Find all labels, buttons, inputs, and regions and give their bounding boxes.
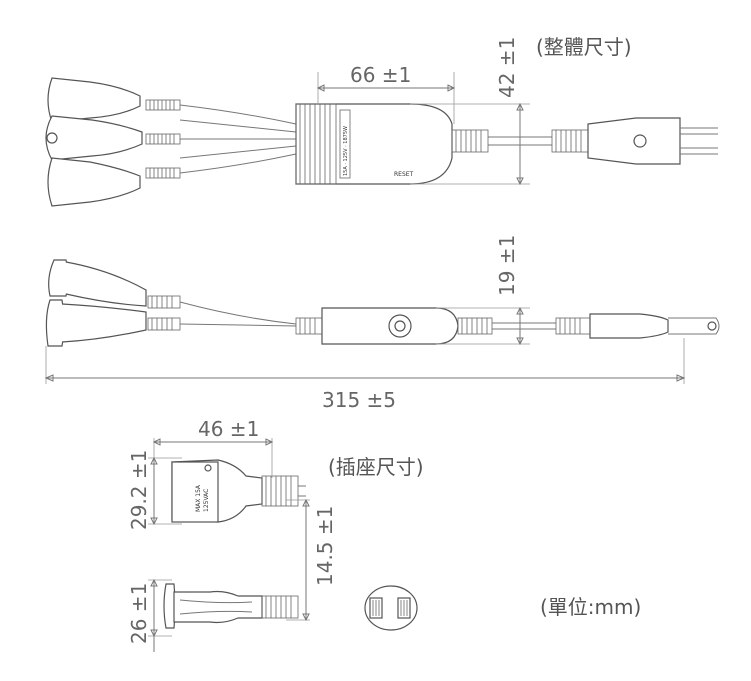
top-view: 15A · 125V · 1875W RESET [45, 77, 718, 207]
dim-socket-height: 29.2 ±1 [127, 450, 182, 530]
hub-rating-label: 15A · 125V · 1875W [343, 126, 349, 176]
socket-head-side-2 [45, 299, 147, 347]
plug-side [589, 313, 720, 339]
dim-hub-width: 66 ±1 [316, 63, 456, 124]
hub-body-top: 15A · 125V · 1875W RESET [295, 103, 453, 185]
socket-width-value: 46 ±1 [198, 417, 259, 441]
socket-cord-grips-top [145, 99, 181, 179]
socket-head-top-3 [47, 157, 141, 207]
dim-socket-cable: 14.5 ±1 [286, 498, 337, 622]
socket-detail-top: MAX 15A 125VAC [171, 459, 306, 523]
socket-cable-value: 14.5 ±1 [313, 506, 337, 586]
hub-width-value: 66 ±1 [350, 63, 411, 87]
socket-rating-2: 125VAC [203, 489, 210, 512]
socket-head-side-1 [48, 259, 147, 307]
socket-head-top-1 [47, 77, 141, 123]
socket-caption: (插座尺寸) [328, 455, 424, 479]
overall-height-value: 42 ±1 [495, 37, 519, 98]
dim-side-height: 19 ±1 [436, 235, 530, 346]
socket-side-value: 26 ±1 [127, 583, 151, 644]
socket-face-icon [364, 585, 418, 631]
total-length-value: 315 ±5 [322, 388, 396, 412]
dim-socket-side: 26 ±1 [127, 578, 172, 652]
socket-detail-side [163, 583, 299, 629]
overall-caption: (整體尺寸) [536, 35, 632, 59]
socket-rating-1: MAX 15A [195, 484, 202, 512]
dim-overall-height: 42 ±1 [410, 37, 530, 186]
dim-socket-width: 46 ±1 [152, 417, 274, 478]
side-height-value: 19 ±1 [495, 235, 519, 296]
dim-total-length: 315 ±5 [44, 338, 686, 412]
unit-caption: (單位:mm) [540, 595, 641, 619]
reset-label: RESET [394, 171, 414, 178]
plug-top [587, 117, 718, 165]
side-view [45, 259, 720, 347]
hub-body-side [321, 307, 459, 345]
socket-head-top-2 [45, 115, 143, 161]
socket-height-value: 29.2 ±1 [127, 450, 151, 530]
